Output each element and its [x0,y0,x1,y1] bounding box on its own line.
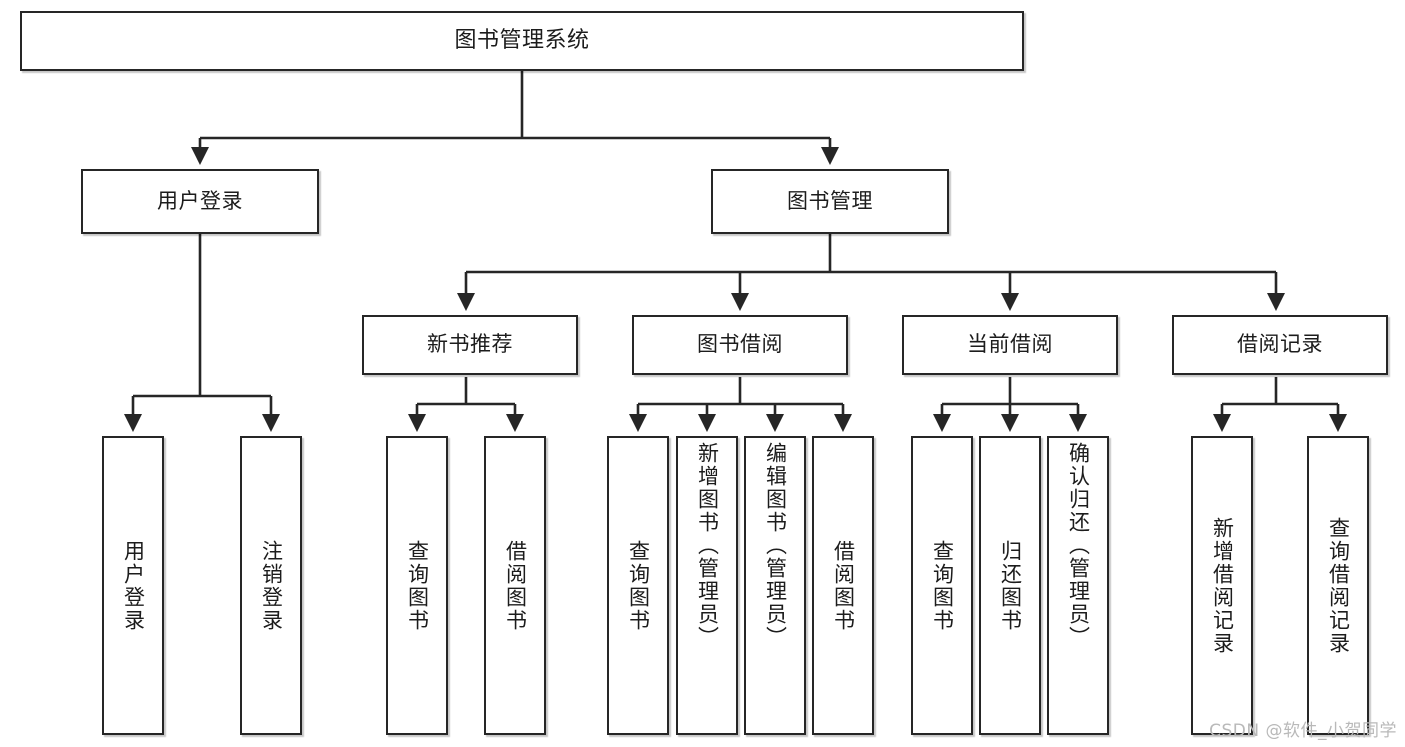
node-user-login[interactable]: 用户登录 [81,169,319,234]
node-label: 新增借阅记录 [1210,516,1235,655]
node-borrow-records[interactable]: 借阅记录 [1172,315,1388,375]
node-label: 借阅图书 [503,539,528,632]
leaf-bb-add-book-admin[interactable]: 新增图书（管理员） [676,436,738,735]
node-book-management[interactable]: 图书管理 [711,169,949,234]
leaf-br-add-record[interactable]: 新增借阅记录 [1191,436,1253,735]
node-label: 图书借阅 [697,332,783,357]
node-root-system[interactable]: 图书管理系统 [20,11,1024,71]
node-label: 借阅图书 [831,539,856,632]
node-label: 新增图书（管理员） [695,442,720,649]
node-label: 图书管理系统 [454,27,590,53]
node-label: 用户登录 [121,539,146,632]
node-label: 编辑图书（管理员） [763,442,788,649]
leaf-logout[interactable]: 注销登录 [240,436,302,735]
leaf-cb-return-book[interactable]: 归还图书 [979,436,1041,735]
node-new-book-recommend[interactable]: 新书推荐 [362,315,578,375]
leaf-nb-borrow-book[interactable]: 借阅图书 [484,436,546,735]
node-label: 借阅记录 [1237,332,1323,357]
node-label: 查询借阅记录 [1326,516,1351,655]
node-label: 查询图书 [930,539,955,632]
node-book-borrow[interactable]: 图书借阅 [632,315,848,375]
leaf-bb-edit-book-admin[interactable]: 编辑图书（管理员） [744,436,806,735]
leaf-bb-query-book[interactable]: 查询图书 [607,436,669,735]
leaf-cb-confirm-return-admin[interactable]: 确认归还（管理员） [1047,436,1109,735]
node-label: 注销登录 [259,539,284,632]
node-label: 新书推荐 [427,332,513,357]
node-label: 查询图书 [626,539,651,632]
leaf-br-query-record[interactable]: 查询借阅记录 [1307,436,1369,735]
node-label: 当前借阅 [967,332,1053,357]
node-label: 确认归还（管理员） [1066,442,1091,649]
leaf-nb-query-book[interactable]: 查询图书 [386,436,448,735]
node-label: 图书管理 [787,188,873,213]
node-label: 归还图书 [998,539,1023,632]
leaf-user-login[interactable]: 用户登录 [102,436,164,735]
leaf-cb-query-book[interactable]: 查询图书 [911,436,973,735]
node-label: 用户登录 [157,188,243,213]
leaf-bb-borrow-book[interactable]: 借阅图书 [812,436,874,735]
node-label: 查询图书 [405,539,430,632]
node-current-borrow[interactable]: 当前借阅 [902,315,1118,375]
